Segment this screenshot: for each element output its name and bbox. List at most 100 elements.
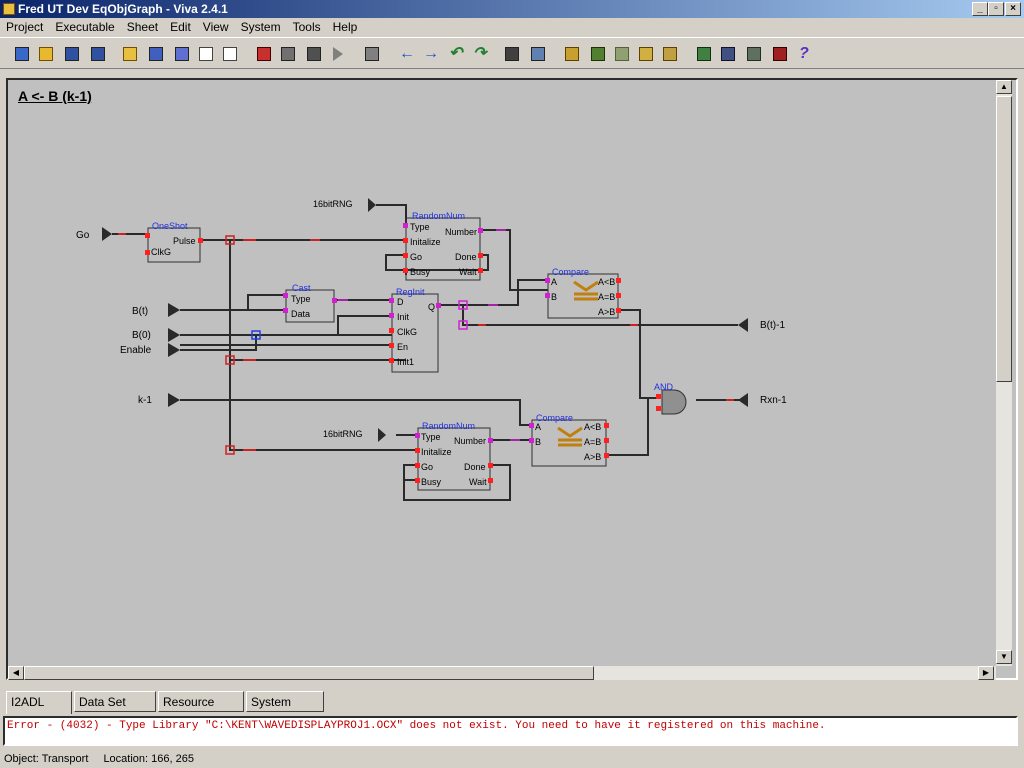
menu-sheet[interactable]: Sheet [126,20,159,34]
rng-source-bottom[interactable] [378,428,386,442]
book-blue-button[interactable] [718,44,738,64]
copy-document-button[interactable] [220,44,240,64]
tab-data-set-editor[interactable]: Data Set Editor [74,691,156,729]
block-randomnum-bottom[interactable]: RandomNum Type Number Initalize Go Done … [415,421,493,491]
close-button[interactable]: × [1005,2,1021,16]
display-button[interactable] [770,44,790,64]
input-go[interactable] [102,227,112,241]
sheet-properties-button[interactable] [172,44,192,64]
window-button[interactable] [528,44,548,64]
book-button[interactable] [694,44,714,64]
scroll-down-button[interactable]: ▼ [996,650,1012,664]
input-enable[interactable] [168,343,180,357]
list-tree-button[interactable] [660,44,680,64]
horizontal-scroll-thumb[interactable] [24,666,594,680]
new-project-button[interactable] [12,44,32,64]
compare-bottom-port-a: A [535,422,541,432]
delete-object-button[interactable] [254,44,274,64]
run-button[interactable] [304,44,324,64]
new-project-icon [15,47,29,61]
menu-view[interactable]: View [202,20,229,34]
compile-button[interactable] [362,44,382,64]
open-sheet-button[interactable] [120,44,140,64]
compare-bottom-port-eq: A=B [584,437,601,447]
vertical-scrollbar[interactable]: ▲ ▼ [996,80,1012,666]
open-project-button[interactable] [36,44,56,64]
display-icon [773,47,787,61]
back-button[interactable]: ← [396,44,416,64]
menu-system[interactable]: System [240,20,281,34]
block-oneshot[interactable]: OneShot Pulse ClkG [145,221,203,263]
transport-button[interactable] [744,44,764,64]
scroll-left-button[interactable]: ◀ [8,666,24,680]
input-bt[interactable] [168,303,180,317]
tab-resource-editor[interactable]: Resource Editor [158,691,244,729]
randomnum-top-port-type: Type [410,222,430,232]
save-icon [65,47,79,61]
block-cast[interactable]: Cast Type Data [283,283,337,323]
randomnum-bottom-port-init: Initalize [421,447,452,457]
scroll-right-button[interactable]: ▶ [978,666,994,680]
menu-help[interactable]: Help [332,20,358,34]
rng-source-top[interactable] [368,198,376,212]
menu-edit[interactable]: Edit [170,20,191,34]
sheet-title: A <- B (k-1) [18,88,92,104]
push-down-button[interactable] [502,44,522,64]
title-bar: Fred UT Dev EqObjGraph - Viva 2.4.1 _ ▫ … [0,0,1024,18]
diagram-canvas[interactable]: A <- B (k-1) [8,80,996,666]
play-button[interactable] [330,44,350,64]
redo-button[interactable]: ↷ [470,44,490,64]
tree-button[interactable] [588,44,608,64]
copy-icon [223,47,237,61]
input-k1[interactable] [168,393,180,407]
randomnum-top-port-wait: Wait [459,267,477,277]
error-output[interactable]: Error - (4032) - Type Library "C:\KENT\W… [3,716,1018,746]
compare-bottom-port-lt: A<B [584,422,601,432]
menu-project[interactable]: Project [6,20,44,34]
block-reginit[interactable]: RegInit D Q Init ClkG En Init1 [389,287,441,373]
save-as-button[interactable] [88,44,108,64]
hierarchy-icon [565,47,579,61]
tree-gray-icon [615,47,629,61]
restore-button[interactable]: ▫ [988,2,1004,16]
output-ports [738,318,748,407]
vertical-scroll-thumb[interactable] [996,96,1012,382]
horizontal-scrollbar[interactable]: ◀ ▶ [8,666,996,680]
list-button[interactable] [636,44,656,64]
error-message: Error - (4032) - Type Library "C:\KENT\W… [7,720,826,732]
new-document-button[interactable] [196,44,216,64]
menu-tools[interactable]: Tools [292,20,321,34]
minimize-button[interactable]: _ [972,2,988,16]
menu-executable[interactable]: Executable [55,20,115,34]
output-bt1[interactable] [738,318,748,332]
randomnum-top-port-done: Done [455,252,477,262]
scroll-up-button[interactable]: ▲ [996,80,1012,94]
cast-port-type: Type [291,294,311,304]
hierarchy-button[interactable] [562,44,582,64]
block-compare-bottom[interactable]: Compare A B A<B A=B A>B [529,413,609,467]
block-compare-top[interactable]: Compare A B A<B A=B A>B [545,267,621,319]
status-object: Object: Transport [4,753,89,765]
tree-gray-button[interactable] [612,44,632,64]
save-project-button[interactable] [62,44,82,64]
randomnum-top-port-go: Go [410,252,422,262]
undo-button[interactable]: ↶ [446,44,466,64]
junctions-magenta [458,300,468,330]
label-rxn1: Rxn-1 [760,395,787,406]
tab-system-editor[interactable]: System Editor [246,691,324,729]
block-randomnum-top[interactable]: RandomNum Type Number Initalize Go Done … [403,211,483,281]
folder-open-icon [39,47,53,61]
open-sheet-icon [123,47,137,61]
forward-button[interactable]: → [420,44,440,64]
save-as-icon [91,47,105,61]
output-rxn1[interactable] [738,393,748,407]
tab-i2adl-editor[interactable]: I2ADL Editor [6,691,72,729]
compare-bottom-title: Compare [536,413,573,423]
edit-object-button[interactable] [278,44,298,64]
wires [112,204,744,501]
undo-icon: ↶ [449,45,463,62]
help-button[interactable]: ? [796,44,816,64]
save-sheet-button[interactable] [146,44,166,64]
block-and[interactable]: AND [654,382,687,415]
input-b0[interactable] [168,328,180,342]
